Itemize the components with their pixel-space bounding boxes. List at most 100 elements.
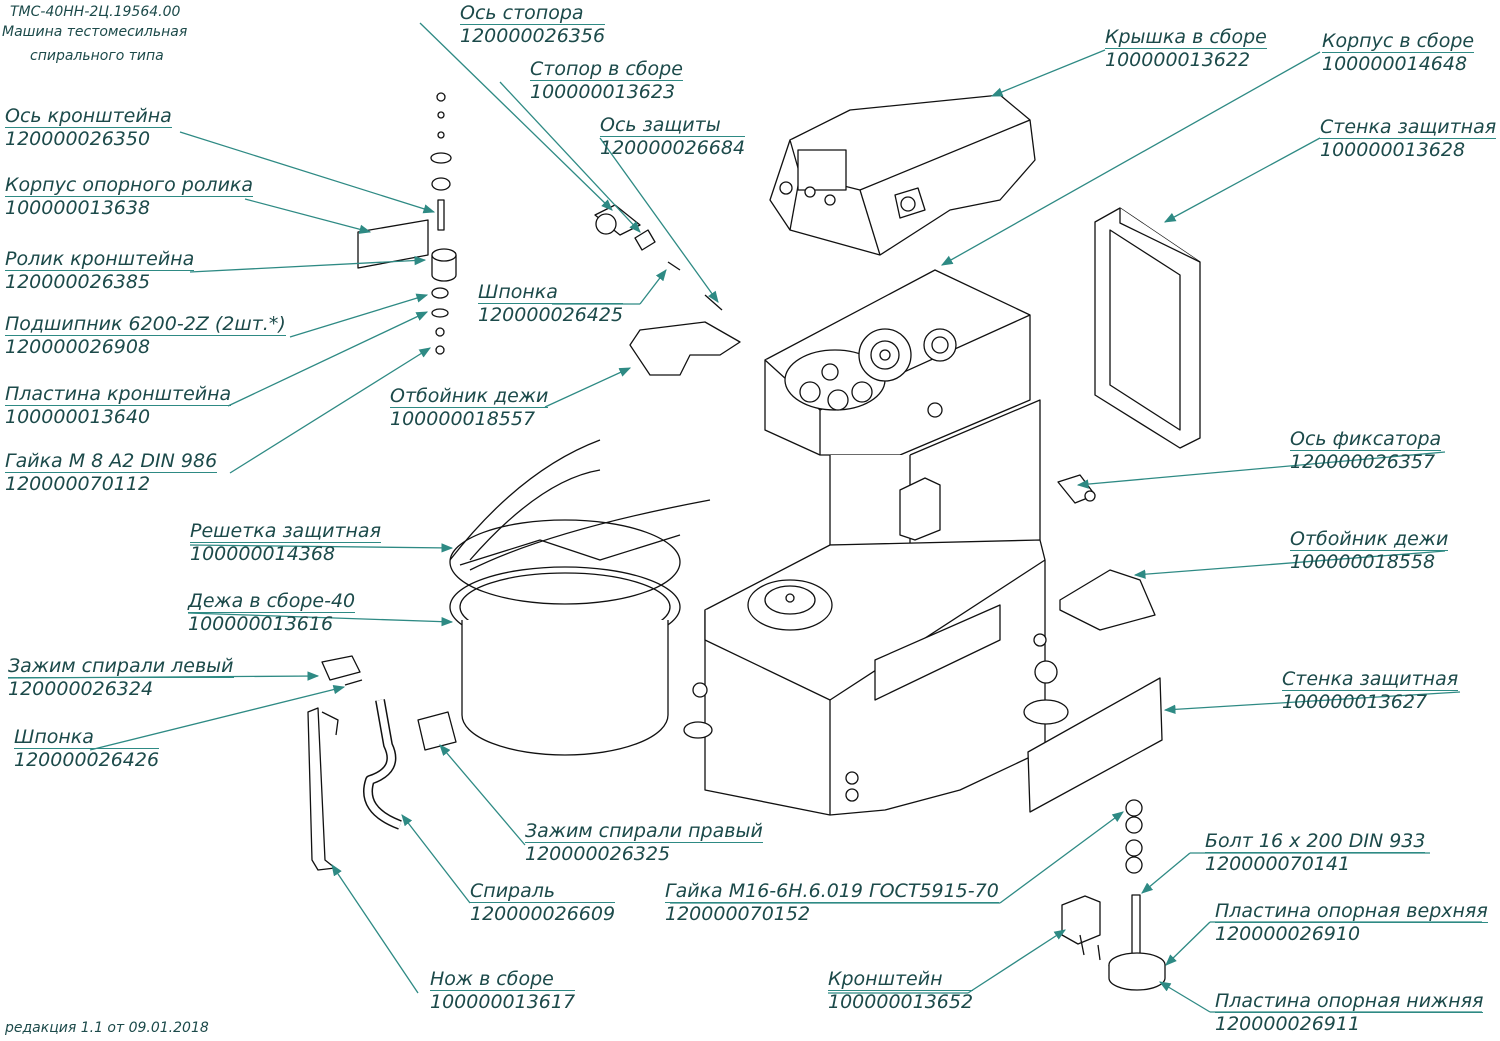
part-label: Решетка защитная 100000014368 [190,520,382,565]
part-name: Отбойник дежи [390,385,549,408]
part-code: 100000014648 [1322,53,1468,75]
doc-code: ТМС-40НН-2Ц.19564.00 [10,4,181,20]
part-code: 120000026425 [478,304,624,326]
part-label: Шпонка 120000026425 [478,281,624,326]
part-code: 120000026684 [600,137,746,159]
part-code: 120000026350 [5,128,151,150]
part-label: Дежа в сборе-40 100000013616 [188,590,356,635]
spiral-clamps [321,655,457,751]
part-name: Ось стопора [460,2,606,25]
protective-wall-front [1027,677,1163,813]
locking-axis [1057,474,1096,504]
part-name: Ось защиты [600,114,746,137]
part-code: 100000018557 [390,408,536,430]
part-code: 100000018558 [1290,551,1436,573]
part-name: Нож в сборе [430,968,576,991]
part-label: Отбойник дежи 100000018558 [1290,528,1449,573]
part-code: 120000026325 [525,843,671,865]
part-label: Стенка защитная 100000013628 [1320,116,1497,161]
part-name: Пластина опорная верхняя [1215,900,1488,923]
part-name: Решетка защитная [190,520,382,543]
part-name: Пластина опорная нижняя [1215,990,1484,1013]
part-label: Стенка защитная 100000013627 [1282,668,1459,713]
part-code: 100000013640 [5,406,151,428]
part-label: Ось фиксатора 120000026357 [1290,428,1442,473]
part-code: 120000026910 [1215,923,1361,945]
part-label: Кронштейн 100000013652 [828,968,974,1013]
part-code: 100000013617 [430,991,576,1013]
part-code: 120000026911 [1215,1013,1361,1035]
part-name: Ось фиксатора [1290,428,1442,451]
part-code: 100000013638 [5,197,151,219]
part-name: Корпус опорного ролика [5,174,254,197]
part-code: 100000013622 [1105,49,1251,71]
part-code: 120000070152 [665,903,811,925]
foot-assembly [1061,799,1166,991]
part-code: 100000013652 [828,991,974,1013]
part-code: 120000026908 [5,336,151,358]
part-label: Шпонка 120000026426 [14,726,160,771]
part-code: 100000013628 [1320,139,1466,161]
part-name: Отбойник дежи [1290,528,1449,551]
part-name: Ролик кронштейна [5,248,195,271]
protective-wall-rear [1094,207,1201,449]
part-name: Ось кронштейна [5,105,172,128]
part-name: Спираль [470,880,616,903]
part-name: Зажим спирали правый [525,820,763,843]
title-line-2: спирального типа [30,48,164,64]
lid-assembly [769,94,1036,256]
part-code: 100000014368 [190,543,336,565]
bowl-scraper-2 [1059,569,1156,631]
part-label: Ось защиты 120000026684 [600,114,746,159]
part-name: Корпус в сборе [1322,30,1475,53]
part-name: Крышка в сборе [1105,26,1267,49]
part-label: Подшипник 6200-2Z (2шт.*) 120000026908 [5,313,286,358]
part-label: Ролик кронштейна 120000026385 [5,248,195,293]
part-name: Подшипник 6200-2Z (2шт.*) [5,313,286,336]
part-name: Пластина кронштейна [5,383,232,406]
part-name: Гайка М16-6Н.6.019 ГОСТ5915-70 [665,880,999,903]
part-label: Ось кронштейна 120000026350 [5,105,172,150]
roller-parts [357,92,457,355]
part-name: Шпонка [478,281,624,304]
part-label: Стопор в сборе 100000013623 [530,58,683,103]
body-assembly [683,269,1069,816]
part-label: Болт 16 х 200 DIN 933 120000070141 [1205,830,1426,875]
bowl-assembly [449,439,711,756]
part-name: Кронштейн [828,968,974,991]
part-code: 120000070141 [1205,853,1351,875]
part-label: Пластина кронштейна 100000013640 [5,383,232,428]
part-label: Отбойник дежи 100000018557 [390,385,549,430]
part-label: Зажим спирали левый 120000026324 [8,655,234,700]
part-code: 120000026385 [5,271,151,293]
part-name: Болт 16 х 200 DIN 933 [1205,830,1426,853]
bowl-scraper-1 [629,321,741,376]
part-label: Корпус опорного ролика 100000013638 [5,174,254,219]
part-name: Стенка защитная [1320,116,1497,139]
part-label: Нож в сборе 100000013617 [430,968,576,1013]
part-name: Дежа в сборе-40 [188,590,356,613]
part-label: Пластина опорная верхняя 120000026910 [1215,900,1488,945]
knife-assembly [307,707,339,871]
part-code: 100000013616 [188,613,334,635]
part-label: Корпус в сборе 100000014648 [1322,30,1475,75]
part-name: Стопор в сборе [530,58,683,81]
part-code: 120000026356 [460,25,606,47]
part-code: 100000013623 [530,81,676,103]
part-label: Гайка М 8 А2 DIN 986 120000070112 [5,450,218,495]
title-line-1: Машина тестомесильная [2,24,188,40]
part-code: 120000026609 [470,903,616,925]
part-code: 120000026324 [8,678,154,700]
part-code: 120000026426 [14,749,160,771]
part-label: Гайка М16-6Н.6.019 ГОСТ5915-70 120000070… [665,880,999,925]
part-label: Зажим спирали правый 120000026325 [525,820,763,865]
part-label: Ось стопора 120000026356 [460,2,606,47]
part-code: 120000026357 [1290,451,1436,473]
part-code: 100000013627 [1282,691,1428,713]
edition-note: редакция 1.1 от 09.01.2018 [5,1020,209,1036]
part-name: Зажим спирали левый [8,655,234,678]
spiral-tool [363,699,402,830]
part-label: Пластина опорная нижняя 120000026911 [1215,990,1484,1035]
part-label: Спираль 120000026609 [470,880,616,925]
